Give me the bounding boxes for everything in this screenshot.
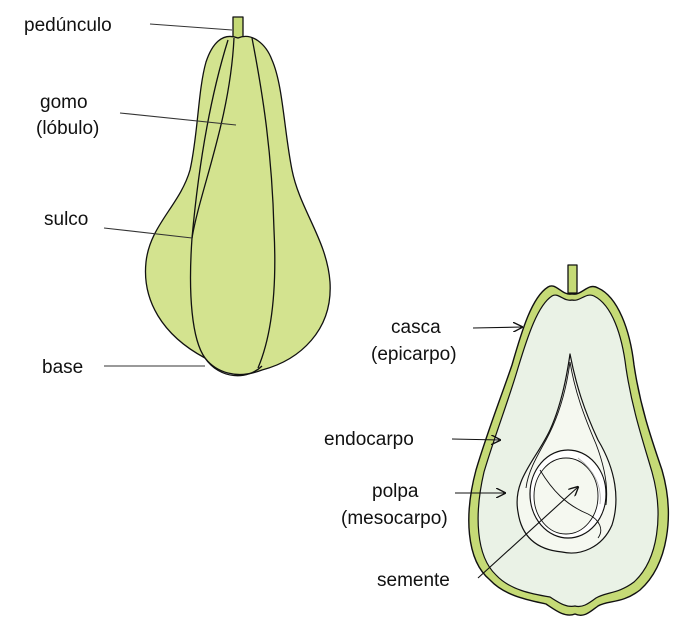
label-base: base	[42, 357, 83, 378]
peduncle-leader	[150, 24, 232, 30]
fruit-body	[145, 36, 330, 374]
arrow-peel	[473, 327, 522, 328]
label-peel-line2: (epicarpo)	[371, 344, 457, 365]
label-seed: semente	[377, 570, 450, 591]
peduncle-stem	[233, 17, 243, 39]
label-peel-line1: casca	[391, 317, 441, 338]
seed-inner	[534, 458, 598, 534]
section-peduncle-stem	[568, 265, 577, 293]
label-pulp-line2: (mesocarpo)	[341, 508, 448, 529]
label-endocarp: endocarpo	[324, 429, 414, 450]
label-pulp-line1: polpa	[372, 481, 419, 502]
label-segment-line2: (lóbulo)	[36, 118, 99, 139]
label-segment-line1: gomo	[40, 92, 88, 113]
whole-fruit	[145, 17, 330, 376]
label-groove: sulco	[44, 209, 88, 230]
label-peduncle: pedúnculo	[24, 15, 112, 36]
